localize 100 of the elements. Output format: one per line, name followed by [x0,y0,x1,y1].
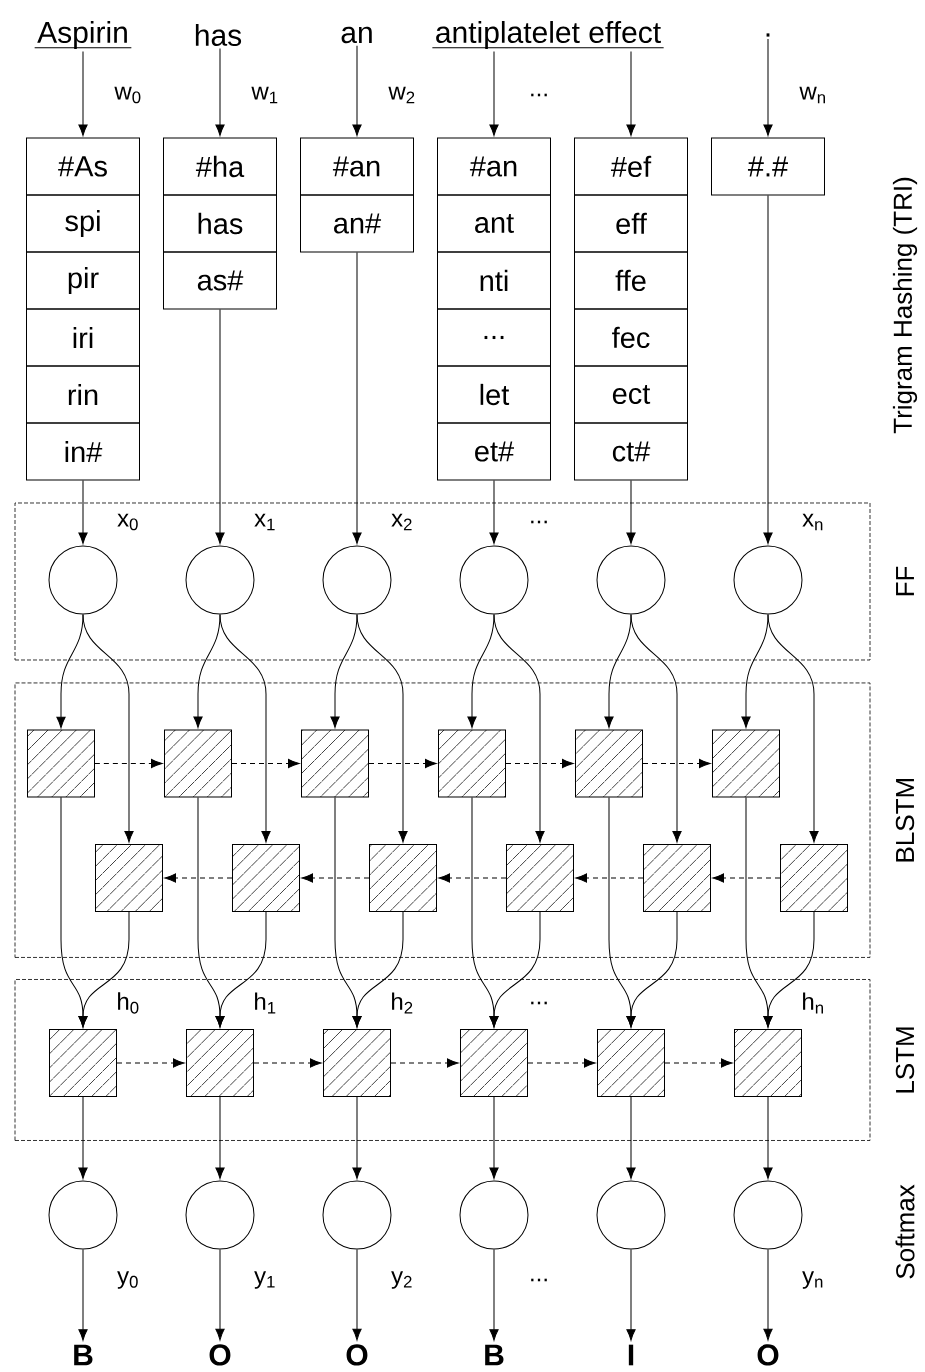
hatched-cell [597,1029,665,1097]
arrow [489,911,541,1028]
arrow [763,1249,773,1341]
underlined-word: Aspirin [34,21,132,49]
arrow [489,1096,499,1179]
arrow [390,1058,459,1068]
arrow [626,1249,636,1341]
arrow [626,1096,636,1179]
arrow [78,911,130,1028]
arrow [94,758,163,769]
arrow [231,758,300,769]
edge-label: ... [528,92,550,98]
arrow [164,873,233,883]
arrow [489,1249,499,1341]
arrow [78,1096,88,1179]
edge-label: ... [528,519,550,525]
edge-label: x$_{n}$ [801,512,825,532]
arrow [352,252,362,544]
output-tag: I [628,1344,634,1366]
edge-label: w$_{n}$ [798,85,828,105]
edge-label: x$_{0}$ [116,512,140,532]
arrow [78,50,88,136]
edge-label: y$_{1}$ [253,1270,277,1290]
arrow [352,45,362,136]
neuron-circle [459,1180,529,1250]
edge-label: y$_{2}$ [390,1270,414,1290]
edge-label: w$_{2}$ [387,85,417,105]
output-tag: O [757,1344,779,1366]
arrow [763,195,773,544]
edge-label: h$_{n}$ [800,991,826,1015]
edge-label: w$_{0}$ [113,85,143,105]
arrow [505,758,574,769]
trigram-cell: has [163,194,277,253]
word: has [195,23,242,46]
edge-label: x$_{1}$ [253,512,277,532]
trigram-cell: #an [300,137,414,196]
word: . [766,33,770,37]
arrow [352,1249,362,1341]
neuron-circle [185,545,255,615]
hatched-cell [369,844,437,912]
hatched-cell [734,1029,802,1097]
trigram-cell: ct# [574,422,688,481]
arrow [352,911,404,1028]
trigram-cell: rin [26,365,140,424]
output-tag: O [346,1344,368,1366]
arrow [215,1096,225,1179]
band-label: FF [896,566,914,596]
arrow [301,873,370,883]
hatched-cell [49,1029,117,1097]
arrow [78,1249,88,1341]
trigram-cell: let [437,365,551,424]
arrow [215,48,225,136]
arrow [489,480,499,544]
arrow [626,911,678,1028]
neuron-circle [596,1180,666,1250]
neuron-circle [733,545,803,615]
hatched-cell [232,844,300,912]
edge-label: w$_{1}$ [250,85,280,105]
edge-label: y$_{n}$ [801,1270,825,1290]
edge-label: h$_{0}$ [115,991,141,1015]
neuron-circle [733,1180,803,1250]
hatched-cell [323,1029,391,1097]
arrow [489,50,499,136]
arrow [575,873,644,883]
trigram-cell: spi [26,194,140,253]
neuron-circle [322,1180,392,1250]
hatched-cell [95,844,163,912]
hatched-cell [506,844,574,912]
trigram-cell: ect [574,365,688,424]
arrow [215,1249,225,1341]
trigram-cell: #an [437,137,551,196]
neuron-circle [185,1180,255,1250]
trigram-cell: pir [26,251,140,310]
trigram-cell: in# [26,422,140,481]
trigram-cell: #As [26,137,140,196]
arrow [527,1058,596,1068]
neuron-circle [459,545,529,615]
arrow [741,614,769,728]
arrow [626,50,636,136]
side-label: Trigram Hashing (TRI) [892,177,918,434]
arrow [763,911,815,1028]
hatched-cell [27,729,95,798]
edge-label: ... [528,1277,550,1283]
arrow [219,614,271,843]
output-tag: O [209,1344,231,1366]
trigram-cell: eff [574,194,688,253]
edge-label: ... [528,1000,550,1006]
arrow [604,614,632,728]
trigram-cell: fec [574,308,688,367]
arrow [767,614,819,843]
neuron-circle [322,545,392,615]
trigram-cell: #ef [574,137,688,196]
neuron-circle [48,545,118,615]
edge-label: x$_{2}$ [390,512,414,532]
hatched-cell [460,1029,528,1097]
arrow [253,1058,322,1068]
arrow [493,614,545,843]
hatched-cell [164,729,232,798]
arrow [116,1058,185,1068]
arrow [630,614,682,843]
